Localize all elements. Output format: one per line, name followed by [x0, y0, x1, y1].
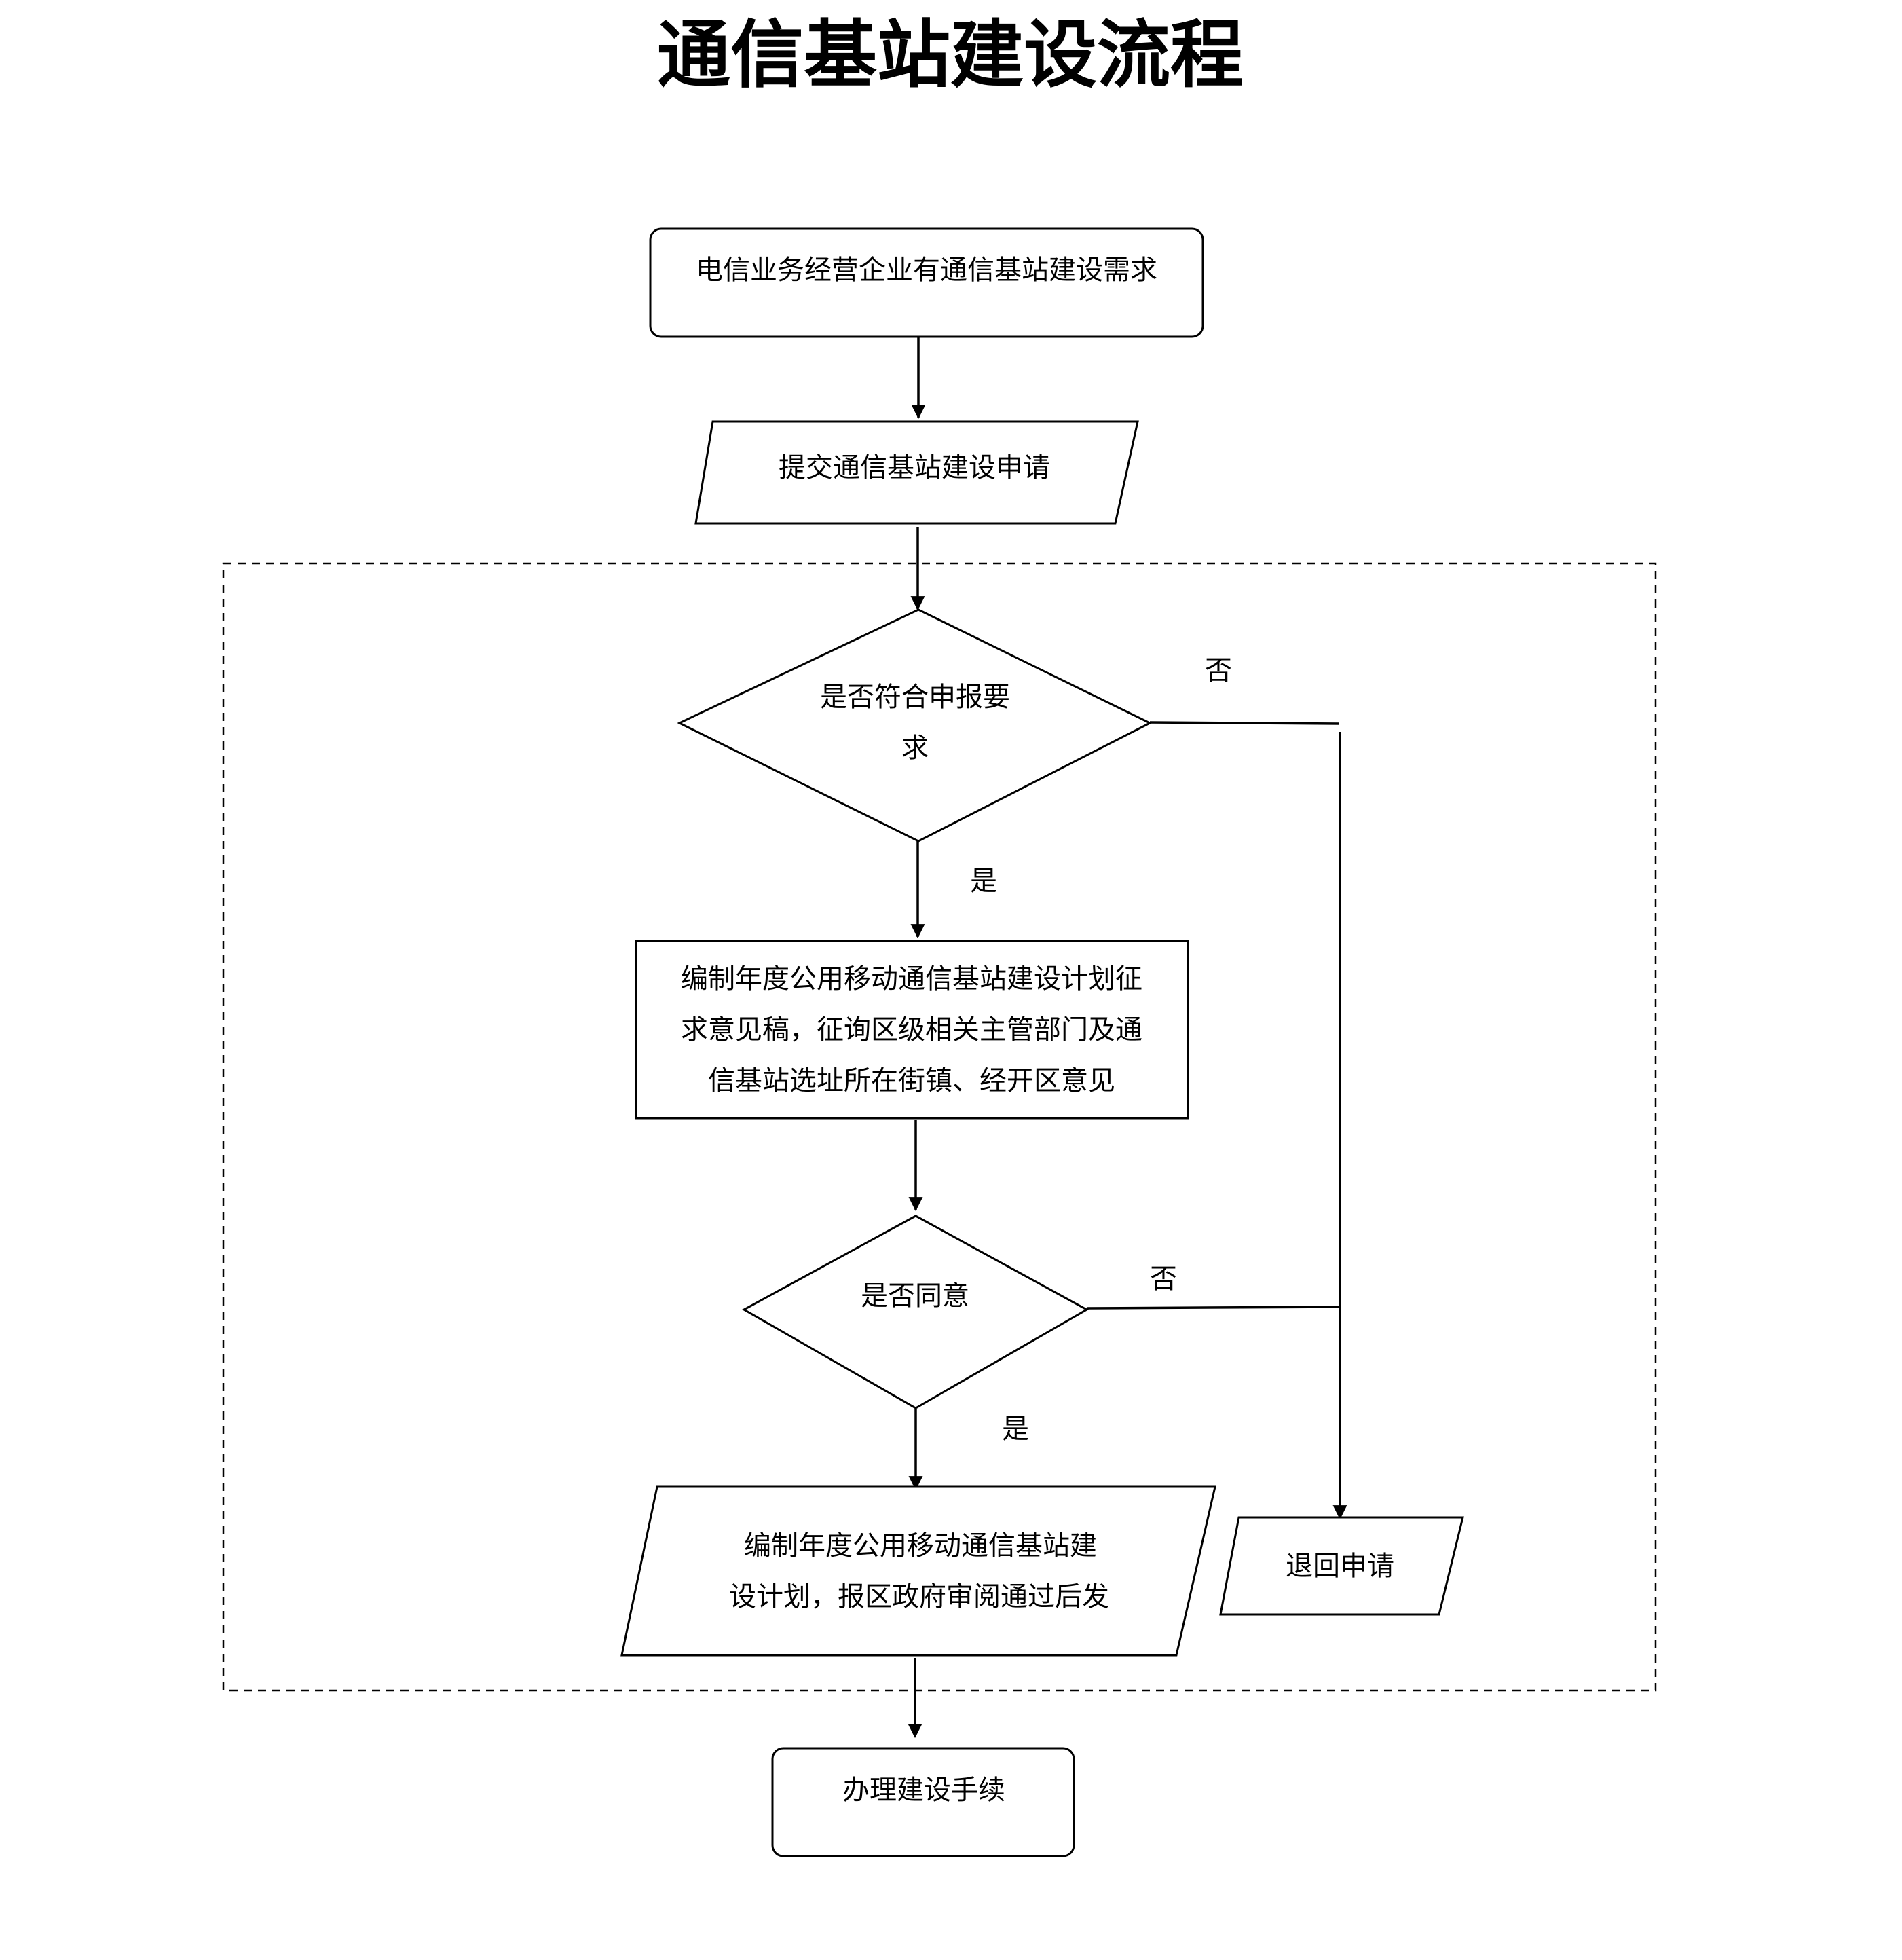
diagram-title: 通信基站建设流程: [657, 12, 1244, 98]
agree-decision-shape: [741, 1215, 1089, 1409]
node-submit-label: 提交通信基站建设申请: [779, 452, 1050, 483]
node-agree: 是否同意: [741, 1215, 1089, 1409]
node-end-label: 办理建设手续: [842, 1775, 1005, 1806]
node-end: 办理建设手续: [771, 1747, 1075, 1857]
node-draft-label-line-3: 信基站选址所在街镇、经开区意见: [708, 1065, 1115, 1096]
node-start: 电信业务经营企业有通信基站建设需求: [649, 227, 1204, 338]
start-terminator-shape: [649, 227, 1204, 338]
line-check-no-branch: [1149, 721, 1340, 725]
node-return-label: 退回申请: [1286, 1551, 1394, 1582]
edge-label-agree-yes: 是: [1002, 1413, 1029, 1445]
node-return: 退回申请: [1219, 1516, 1464, 1616]
review-region-boundary: [222, 562, 1657, 1692]
line-agree-no-branch: [1086, 1306, 1341, 1310]
node-check-requirements: 是否符合申报要 求: [677, 608, 1153, 843]
node-draft-label-line-1: 编制年度公用移动通信基站建设计划征: [681, 963, 1142, 995]
node-draft-label-line-2: 求意见稿，征询区级相关主管部门及通: [681, 1014, 1142, 1046]
node-draft-plan: 编制年度公用移动通信基站建设计划征 求意见稿，征询区级相关主管部门及通 信基站选…: [635, 940, 1189, 1120]
check-decision-shape: [677, 608, 1153, 843]
edge-label-agree-no: 否: [1150, 1263, 1177, 1295]
submit-io-shape: [694, 420, 1139, 525]
node-check-label-line-1: 是否符合申报要: [820, 682, 1010, 713]
edge-label-check-no: 否: [1205, 655, 1232, 686]
node-publish-plan: 编制年度公用移动通信基站建 设计划，报区政府审阅通过后发: [620, 1485, 1216, 1657]
edge-label-check-yes: 是: [970, 866, 997, 897]
return-io-shape: [1219, 1516, 1464, 1616]
node-publish-label-line-2: 设计划，报区政府审阅通过后发: [729, 1581, 1109, 1612]
node-submit: 提交通信基站建设申请: [694, 420, 1139, 525]
node-publish-label-line-1: 编制年度公用移动通信基站建: [744, 1530, 1097, 1561]
node-agree-label: 是否同意: [861, 1280, 969, 1312]
draft-process-shape: [635, 940, 1189, 1120]
publish-io-shape: [620, 1485, 1216, 1657]
node-start-label: 电信业务经营企业有通信基站建设需求: [696, 255, 1157, 286]
end-terminator-shape: [771, 1747, 1075, 1857]
connectors: [908, 337, 1347, 1739]
node-check-label-line-2: 求: [901, 733, 929, 764]
